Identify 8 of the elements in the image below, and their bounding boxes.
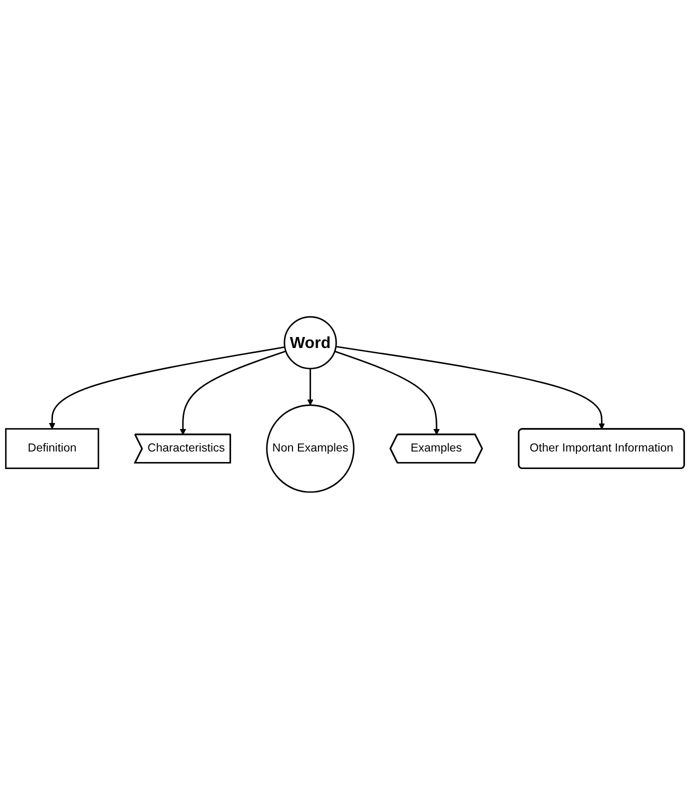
arrow (336, 346, 605, 430)
arrow (334, 350, 440, 436)
arrow (307, 368, 314, 406)
arrow (180, 350, 286, 436)
node-box: Definition (5, 428, 100, 470)
node-circle: Non Examples (266, 404, 355, 493)
arrow (48, 346, 285, 430)
node-circle: Word (284, 316, 337, 370)
